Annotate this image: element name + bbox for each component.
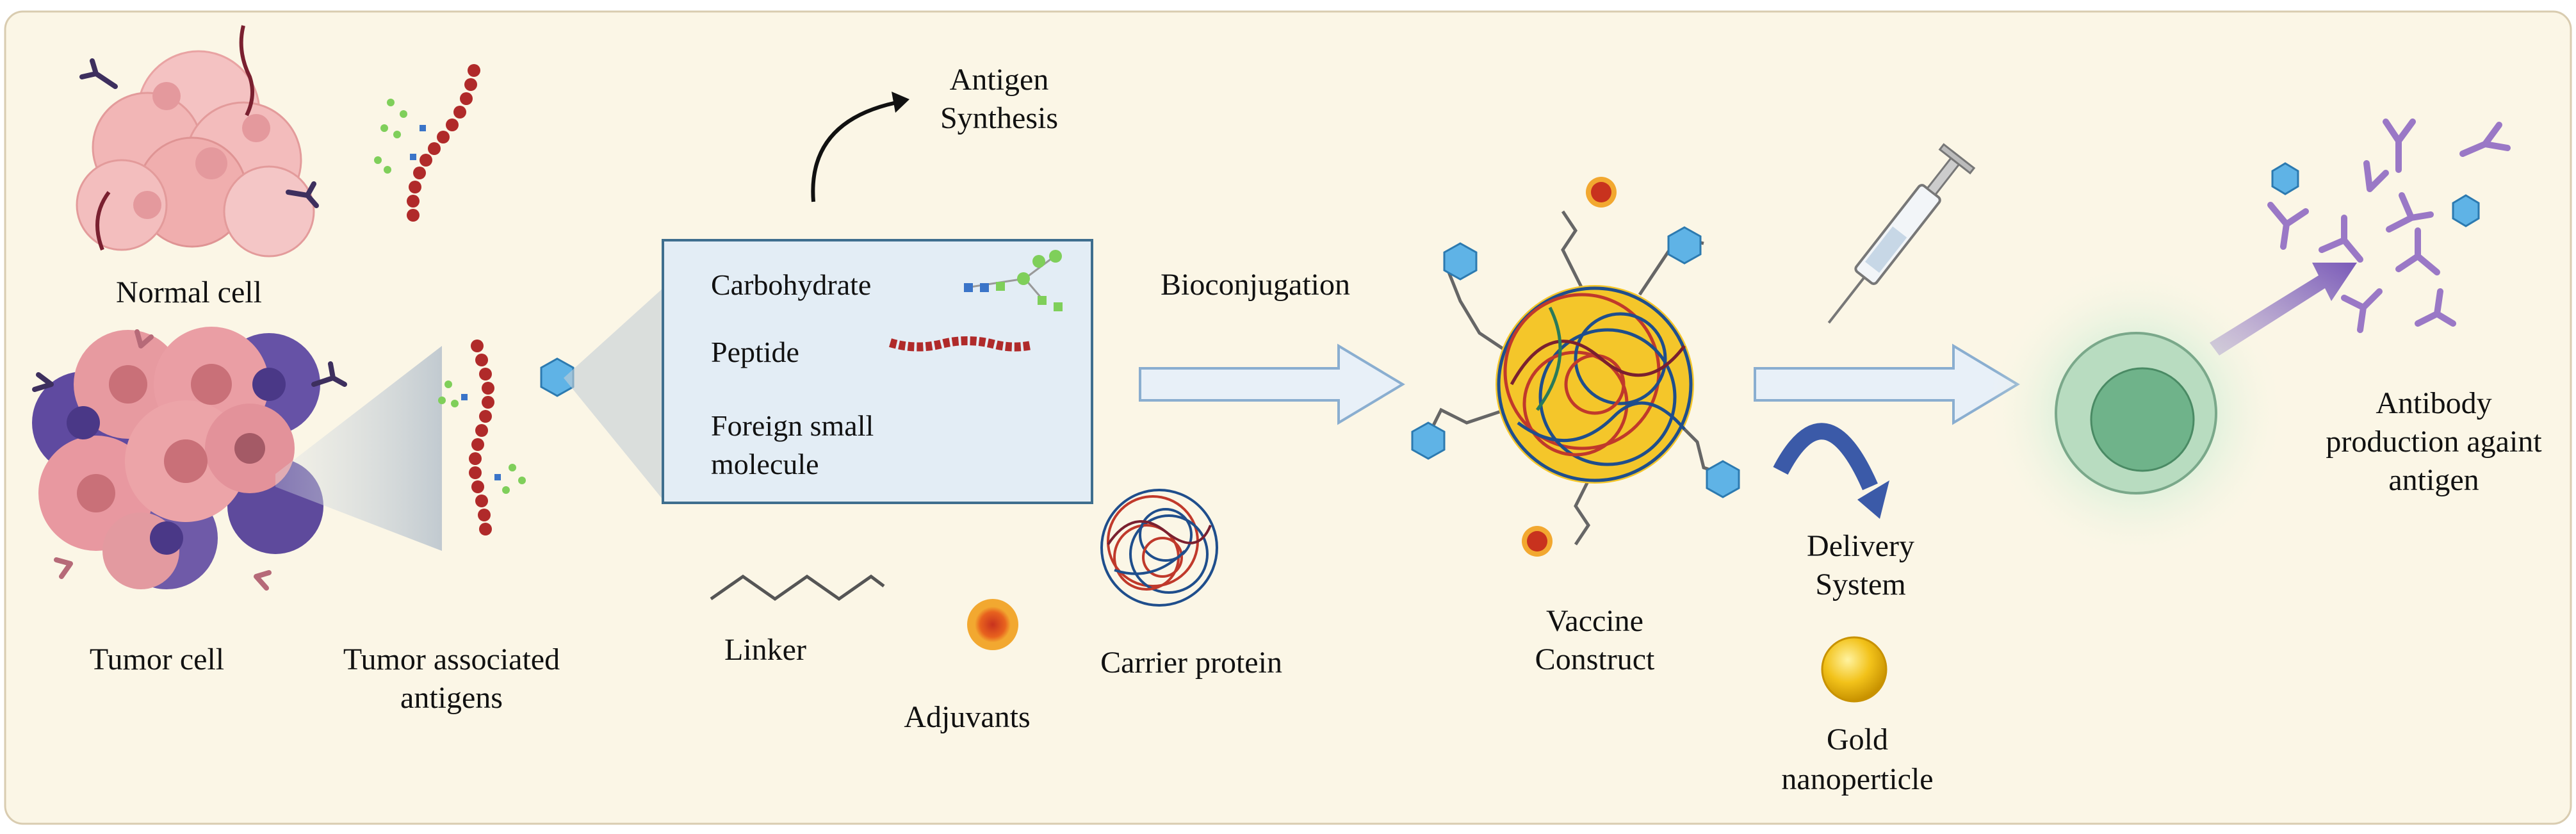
antigen-synthesis-label-line1: Antigen — [950, 63, 1049, 97]
tumor-antigens-label-line1: Tumor associated — [343, 642, 560, 676]
carrier-protein-icon — [1100, 489, 1218, 607]
tumor-antigen-glycan-icon — [438, 380, 526, 494]
tumor-cell-label: Tumor cell — [90, 642, 224, 676]
linker-label: Linker — [724, 633, 806, 667]
antibody-label-line1: Antibody — [2376, 386, 2491, 420]
vaccine-construct-label-line1: Vaccine — [1546, 604, 1643, 638]
bioconjugation-arrow — [1139, 343, 1405, 425]
immune-cell-icon — [2055, 332, 2217, 495]
antibody-label-line2: production againt — [2326, 425, 2542, 459]
peptide-label: Peptide — [711, 336, 799, 368]
adjuvants-label: Adjuvants — [904, 700, 1030, 734]
adjuvant-icon — [967, 599, 1018, 650]
zoom-beam — [275, 346, 442, 551]
tumor-antigens-label-line2: antigens — [400, 681, 503, 715]
hexagon-antigen-icon — [2271, 162, 2299, 195]
delivery-system-label-line1: Delivery — [1807, 529, 1914, 563]
carbohydrate-branch-icon — [374, 99, 426, 174]
delivery-arrow — [1754, 343, 2020, 425]
normal-cell-label: Normal cell — [116, 275, 262, 309]
bioconjugation-label: Bioconjugation — [1161, 268, 1350, 302]
antibody-label-line3: antigen — [2388, 463, 2479, 497]
hexagon-antigen-icon — [540, 357, 575, 397]
hexagon-antigen-icon — [2452, 194, 2480, 227]
peptide-chain-icon — [407, 64, 480, 222]
carrier-protein-label: Carrier protein — [1100, 646, 1282, 680]
foreign-molecule-label-line2: molecule — [711, 448, 819, 480]
vaccine-construct-icon — [1411, 177, 1740, 557]
zoom-beam-2 — [564, 288, 663, 500]
foreign-molecule-label-line1: Foreign small — [711, 409, 874, 442]
gold-nanoparticle-icon — [1821, 636, 1887, 703]
delivery-system-label-line2: System — [1815, 568, 1905, 601]
syringe-icon — [1827, 143, 1976, 324]
normal-cell-icon — [76, 25, 319, 258]
peptide-icon — [888, 336, 1032, 352]
tumor-antigen-chain-icon — [469, 339, 494, 536]
linker-icon — [710, 574, 885, 601]
antibody-icon — [2267, 119, 2511, 333]
antigen-synthesis-label-line2: Synthesis — [940, 101, 1058, 135]
vaccine-construct-label-line2: Construct — [1535, 642, 1655, 676]
antibody-production-arrow — [2210, 263, 2357, 356]
gold-nanoparticle-label-line1: Gold — [1827, 723, 1888, 756]
delivery-curve-arrow — [1773, 423, 1878, 491]
synthesis-arrow — [811, 101, 897, 202]
gold-nanoparticle-label-line2: nanoperticle — [1781, 762, 1933, 796]
carbohydrate-label: Carbohydrate — [711, 268, 871, 301]
carbohydrate-icon — [964, 250, 1063, 311]
tumor-cell-icon — [32, 327, 347, 591]
